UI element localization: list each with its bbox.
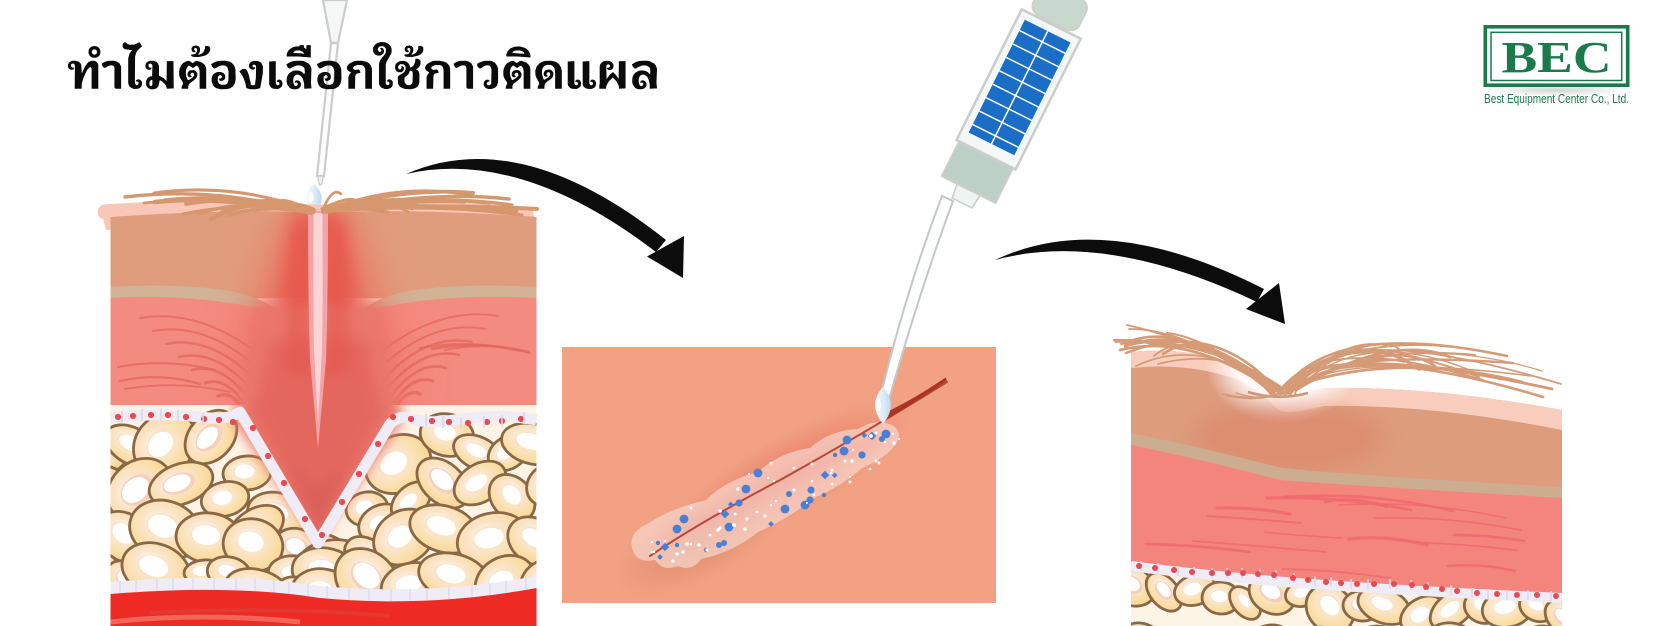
svg-text:Best Equipment Center Co., Ltd: Best Equipment Center Co., Ltd. xyxy=(1484,91,1629,106)
svg-text:BEC: BEC xyxy=(1502,33,1612,82)
